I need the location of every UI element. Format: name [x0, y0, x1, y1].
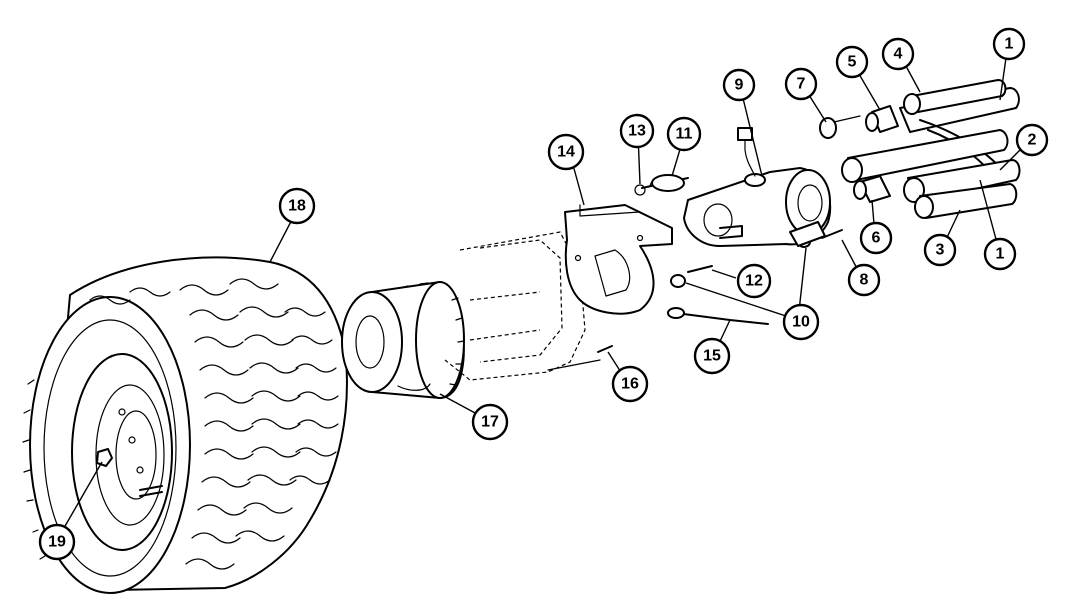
svg-text:6: 6 — [872, 230, 881, 247]
callout-16: 16 — [611, 365, 649, 403]
svg-text:10: 10 — [792, 314, 810, 331]
svg-text:14: 14 — [557, 144, 575, 161]
callout-17: 17 — [471, 403, 509, 441]
svg-text:5: 5 — [848, 54, 857, 71]
callout-6: 6 — [859, 221, 893, 255]
callout-4: 4 — [881, 37, 915, 71]
callout-11: 11 — [666, 116, 702, 152]
svg-text:9: 9 — [735, 77, 744, 94]
callout-7: 7 — [784, 67, 818, 101]
callout-18: 18 — [278, 187, 316, 225]
tread-pattern — [89, 278, 339, 570]
callout-9: 9 — [722, 68, 756, 102]
hydraulic-motor — [683, 127, 843, 248]
callout-15: 15 — [693, 337, 731, 375]
svg-text:19: 19 — [48, 534, 66, 551]
svg-text:13: 13 — [628, 123, 646, 140]
svg-text:1: 1 — [996, 246, 1005, 263]
svg-text:11: 11 — [676, 126, 693, 143]
svg-text:1: 1 — [1005, 36, 1014, 53]
callout-8: 8 — [847, 263, 881, 297]
callout-1-bottom: 1 — [983, 237, 1017, 271]
axle-housing-outline — [444, 231, 586, 381]
svg-text:2: 2 — [1028, 132, 1037, 149]
svg-text:8: 8 — [860, 272, 869, 289]
tire-assembly — [22, 256, 348, 594]
svg-text:3: 3 — [936, 242, 945, 259]
callout-12: 12 — [736, 263, 772, 299]
callout-2: 2 — [1015, 123, 1049, 157]
svg-text:18: 18 — [288, 198, 306, 215]
callout-19: 19 — [38, 523, 76, 561]
callout-1-top: 1 — [992, 27, 1026, 61]
callout-5: 5 — [835, 45, 869, 79]
callout-10: 10 — [782, 303, 820, 341]
svg-text:12: 12 — [745, 273, 763, 290]
wheel-hub — [341, 281, 465, 399]
motor-bracket — [564, 204, 673, 315]
svg-text:4: 4 — [894, 46, 903, 63]
callout-3: 3 — [923, 233, 957, 267]
spring-and-retainer — [634, 174, 689, 196]
callout-13: 13 — [619, 113, 655, 149]
svg-text:16: 16 — [621, 376, 639, 393]
svg-text:15: 15 — [703, 348, 721, 365]
hydraulic-lines — [819, 79, 1021, 219]
svg-text:17: 17 — [481, 414, 499, 431]
svg-text:7: 7 — [797, 76, 806, 93]
callout-14: 14 — [547, 133, 585, 171]
